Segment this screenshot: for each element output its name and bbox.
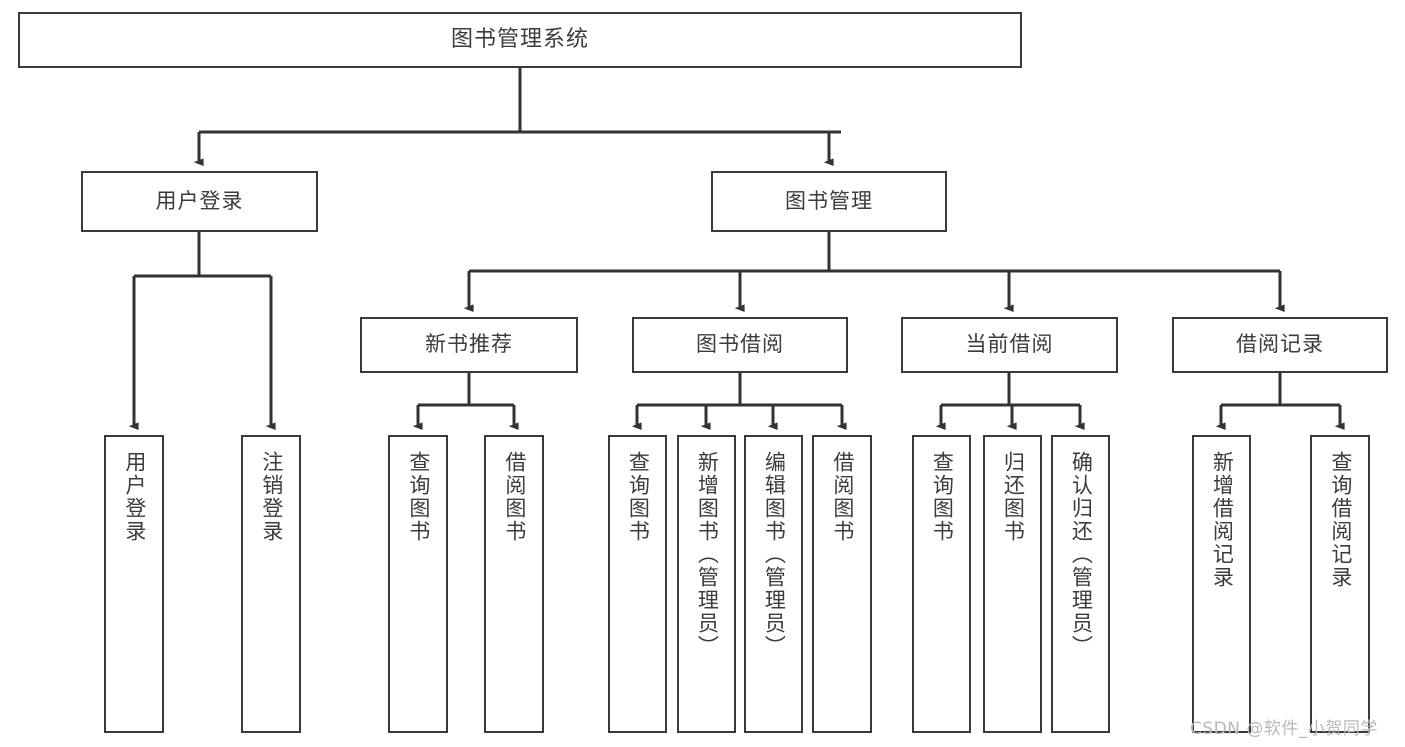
node-new-book-rec[interactable]: 新书推荐 <box>360 317 578 373</box>
node-label: 新书推荐 <box>425 332 513 357</box>
node-borrow-record[interactable]: 借阅记录 <box>1172 317 1388 373</box>
node-label: 编辑图书（管理员） <box>762 451 787 658</box>
node-label: 归还图书 <box>1001 451 1026 543</box>
node-label: 用户登录 <box>122 451 147 543</box>
node-leaf-edit-book[interactable]: 编辑图书（管理员） <box>744 435 803 733</box>
csdn-watermark: CSDN @软件_小贺同学 <box>1190 719 1378 739</box>
node-user-login[interactable]: 用户登录 <box>81 171 318 232</box>
node-leaf-borrow-book-1[interactable]: 借阅图书 <box>484 435 544 733</box>
node-leaf-query-record[interactable]: 查询借阅记录 <box>1310 435 1370 733</box>
node-label: 图书管理系统 <box>450 26 589 52</box>
node-label: 图书借阅 <box>696 332 784 357</box>
node-leaf-confirm-return[interactable]: 确认归还（管理员） <box>1051 435 1110 733</box>
node-leaf-user-login[interactable]: 用户登录 <box>104 435 164 733</box>
node-leaf-query-book-3[interactable]: 查询图书 <box>912 435 971 733</box>
node-leaf-borrow-book-2[interactable]: 借阅图书 <box>812 435 872 733</box>
node-label: 注销登录 <box>259 451 284 543</box>
node-leaf-query-book-1[interactable]: 查询图书 <box>388 435 448 733</box>
node-label: 查询图书 <box>930 451 955 543</box>
node-leaf-query-book-2[interactable]: 查询图书 <box>608 435 667 733</box>
node-leaf-logout[interactable]: 注销登录 <box>241 435 301 733</box>
node-label: 查询借阅记录 <box>1328 451 1353 589</box>
node-book-borrow[interactable]: 图书借阅 <box>632 317 848 373</box>
node-leaf-return-book[interactable]: 归还图书 <box>983 435 1042 733</box>
node-leaf-add-book[interactable]: 新增图书（管理员） <box>677 435 736 733</box>
node-label: 确认归还（管理员） <box>1069 451 1094 658</box>
node-leaf-add-record[interactable]: 新增借阅记录 <box>1192 435 1251 733</box>
node-label: 借阅记录 <box>1236 332 1324 357</box>
node-label: 新增借阅记录 <box>1210 451 1235 589</box>
node-label: 新增图书（管理员） <box>695 451 720 658</box>
node-label: 图书管理 <box>785 188 873 213</box>
node-label: 用户登录 <box>155 188 244 213</box>
node-label: 当前借阅 <box>965 332 1054 357</box>
node-label: 借阅图书 <box>502 451 527 543</box>
node-root-system[interactable]: 图书管理系统 <box>18 12 1022 68</box>
node-label: 查询图书 <box>626 451 651 543</box>
node-current-borrow[interactable]: 当前借阅 <box>901 317 1118 373</box>
node-label: 查询图书 <box>406 451 431 543</box>
node-book-manage[interactable]: 图书管理 <box>711 171 947 232</box>
node-label: 借阅图书 <box>830 451 855 543</box>
